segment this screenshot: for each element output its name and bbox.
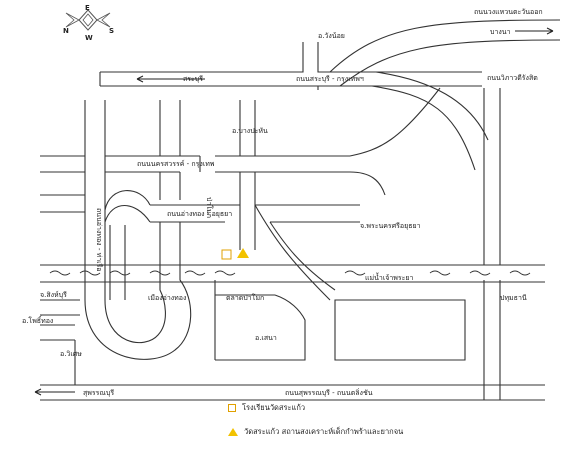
road-angthong-ayutthaya [40,194,360,223]
road-nakhon-sawan [40,155,386,196]
triangle-icon [228,428,238,436]
label-ring-road: ถนนวงแหวนตะวันออก [474,8,543,16]
road-suphan [40,384,545,401]
label-wang-noi: อ.วังน้อย [318,32,345,40]
school-marker-icon [221,249,232,260]
compass-s: S [109,27,114,35]
label-wiset: อ.วิเศษ [60,350,82,358]
label-pho-thong: อ.โพธิ์ทอง [22,315,53,325]
road-vibhavadi [483,88,501,400]
legend: โรงเรียนวัดสระแก้ว วัดสระแก้ว สถานสงเครา… [228,400,403,448]
arrow-saraburi-icon [136,75,205,83]
road-ring-east [329,19,561,73]
label-bang-pahan: อ.บางปะหัน [232,127,268,135]
label-pathum-thani: ปทุมธานี [500,294,527,302]
legend-temple-label: วัดสระแก้ว สถานสงเคราะห์เด็กกำพร้าและยาก… [244,427,404,436]
label-pa-mok: ป่าโมก [205,197,214,218]
river-chao-phraya [40,264,545,283]
label-angthong-ayut-road: ถนนอ่างทอง - อยุธยา [167,210,232,218]
label-sena: อ.เสนา [255,334,277,342]
label-sing-buri: จ.สิงห์บุรี [40,291,67,299]
label-suphan-lat-road: ถนนสุพรรณบุรี - ถนนตลิ่งชัน [285,388,373,397]
label-vibhavadi: ถนนวิภาวดีรังสิต [487,74,538,82]
compass-w: W [85,34,93,42]
label-ayutthaya: จ.พระนครศรีอยุธยา [360,222,421,230]
label-pa-mok-market: ตลาดป่าโมก [226,293,264,302]
label-mueang: เมืองอ่างทอง [148,294,186,302]
arrow-suphan-icon [34,388,75,396]
compass: E N S W [63,4,114,42]
label-bang-na: บางนา [490,28,511,36]
label-saraburi-bkk-road: ถนนสระบุรี - กรุงเทพฯ [296,75,364,83]
arrows [34,27,554,396]
roads [40,19,561,401]
label-suphanburi: สุพรรณบุรี [83,389,114,397]
compass-e: E [85,4,90,12]
road-diagonal [254,204,336,301]
label-chao-phraya: แม่น้ำเจ้าพระยา [365,271,414,282]
label-tha-rua-road: ถนนอ่างทอง - ท่าเรือ [95,208,103,271]
road-tha-rua-loop [84,100,192,360]
square-icon [228,404,236,412]
arrow-bangna-icon [515,27,554,35]
legend-school: โรงเรียนวัดสระแก้ว [228,400,403,416]
legend-school-label: โรงเรียนวัดสระแก้ว [242,403,306,412]
temple-marker-icon [237,248,249,258]
road-saraburi-bkk [100,42,482,90]
label-nakhon-sawan-road: ถนนนครสวรรค์ - กรุงเทพ [137,160,215,168]
label-saraburi: สระบุรี [183,75,203,83]
compass-n: N [63,27,69,35]
legend-temple: วัดสระแก้ว สถานสงเคราะห์เด็กกำพร้าและยาก… [228,424,403,440]
